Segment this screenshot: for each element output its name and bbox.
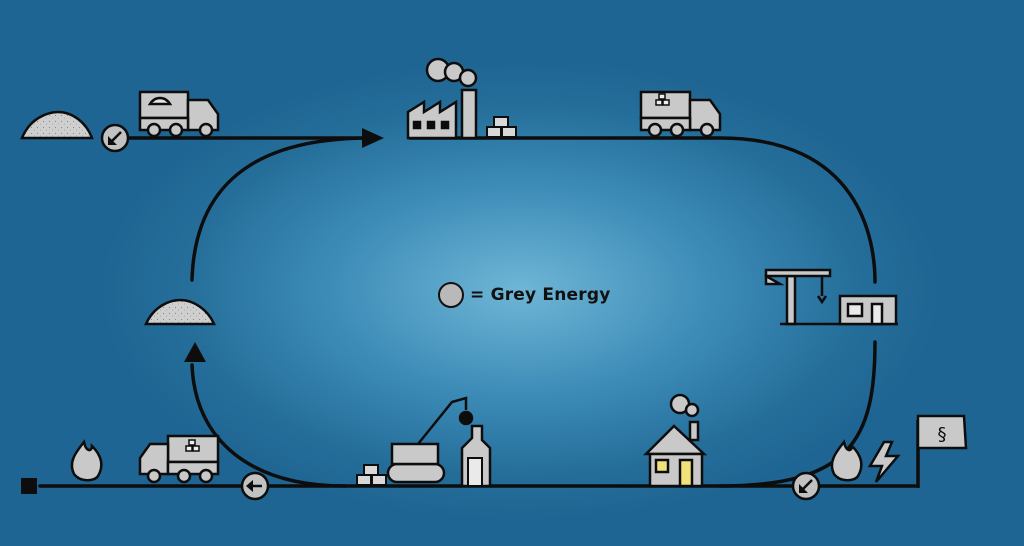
waste-truck-icon <box>138 434 220 484</box>
grey-energy-circle-icon <box>438 282 464 308</box>
energy-input-icon <box>100 123 130 153</box>
rubble-icon <box>356 464 387 486</box>
energy-input-icon <box>791 471 821 501</box>
building-icon <box>780 294 898 326</box>
material-bars-icon <box>486 116 517 138</box>
energy-return-icon <box>240 471 270 501</box>
endpoint-icon <box>21 478 37 494</box>
lightning-icon <box>867 440 901 483</box>
arrow-head-top <box>362 128 384 148</box>
top-right-arc <box>408 136 877 284</box>
factory-icon <box>406 57 478 140</box>
fire-icon <box>830 439 863 482</box>
recycled-pile-icon <box>144 298 216 326</box>
arrow-head-left <box>184 342 206 362</box>
demolition-excavator-icon <box>386 396 474 484</box>
law-flag-icon: § <box>916 414 968 488</box>
legend-label: = Grey Energy <box>470 285 611 305</box>
bottom-left-return-arc <box>190 363 347 488</box>
ruined-building-door-icon <box>467 457 483 487</box>
dump-truck-icon <box>138 90 220 138</box>
fire-icon <box>70 439 103 482</box>
law-sign-text: § <box>938 424 947 445</box>
crane-icon <box>764 268 832 326</box>
top-left-return-arc <box>190 136 372 282</box>
sand-pile-icon <box>20 110 94 140</box>
legend: = Grey Energy <box>438 282 611 308</box>
house-icon <box>642 393 708 488</box>
truck-with-material-icon <box>639 90 722 138</box>
